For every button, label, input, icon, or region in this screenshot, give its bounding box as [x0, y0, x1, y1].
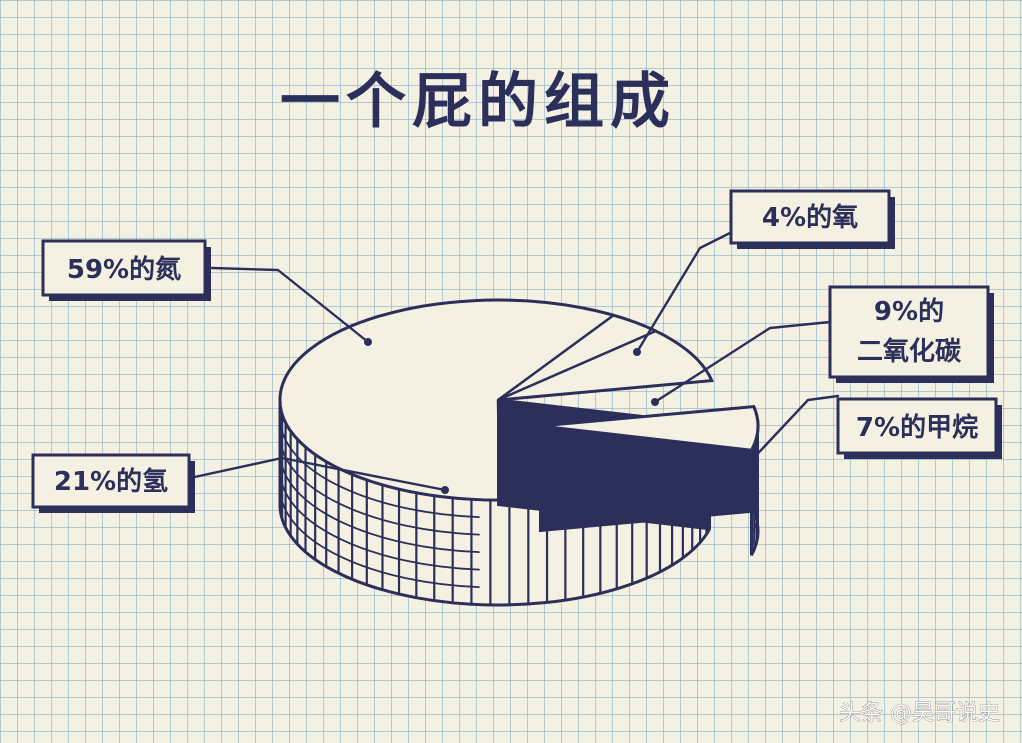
pie-side-ring: [279, 472, 480, 571]
slice-label-methane: 7%的甲烷: [836, 397, 1002, 459]
leader-hydrogen: [188, 456, 447, 492]
pie-side-ring: [279, 490, 480, 588]
slice-label-hydrogen: 21%的氢: [31, 453, 195, 513]
leader-methane: [716, 394, 840, 498]
leader-co2: [653, 320, 832, 404]
leader-lines: [188, 230, 840, 500]
slice-label-nitrogen-text: 59%的氮: [67, 254, 181, 285]
methane-ring: [750, 489, 759, 535]
slice-label-oxygen-text: 4%的氧: [762, 202, 858, 233]
pie-side-ring: [279, 455, 480, 553]
watermark: 头条 @昊哥说史: [839, 701, 1000, 726]
slice-label-hydrogen-text: 21%的氢: [54, 466, 168, 497]
methane-ring: [750, 468, 759, 514]
pie-slice-divider: [497, 329, 657, 402]
methane-top-face: [539, 405, 760, 452]
slice-label-co2-line2: 二氧化碳: [857, 337, 962, 367]
leader-hydrogen-dot: [441, 486, 449, 494]
slice-label-co2-line1: 9%的: [874, 296, 944, 327]
pie-slice-divider: [497, 314, 615, 402]
leader-nitrogen-dot: [364, 338, 372, 346]
chart-title: 一个屁的组成: [280, 67, 676, 137]
leader-oxygen: [635, 230, 734, 354]
pie-side-ring: [279, 420, 480, 518]
leader-methane-dot: [714, 492, 722, 500]
pie-slice-divider: [496, 399, 501, 501]
leader-co2-dot: [651, 398, 659, 406]
slice-label-co2: 9%的 二氧化碳: [828, 285, 994, 383]
slice-label-oxygen: 4%的氧: [729, 189, 895, 249]
pie-body: [278, 298, 760, 607]
leader-oxygen-dot: [633, 348, 641, 356]
leader-nitrogen: [210, 266, 370, 344]
slice-label-nitrogen: 59%的氮: [41, 239, 211, 301]
methane-ring: [750, 447, 759, 493]
slice-label-methane-text: 7%的甲烷: [856, 412, 978, 443]
